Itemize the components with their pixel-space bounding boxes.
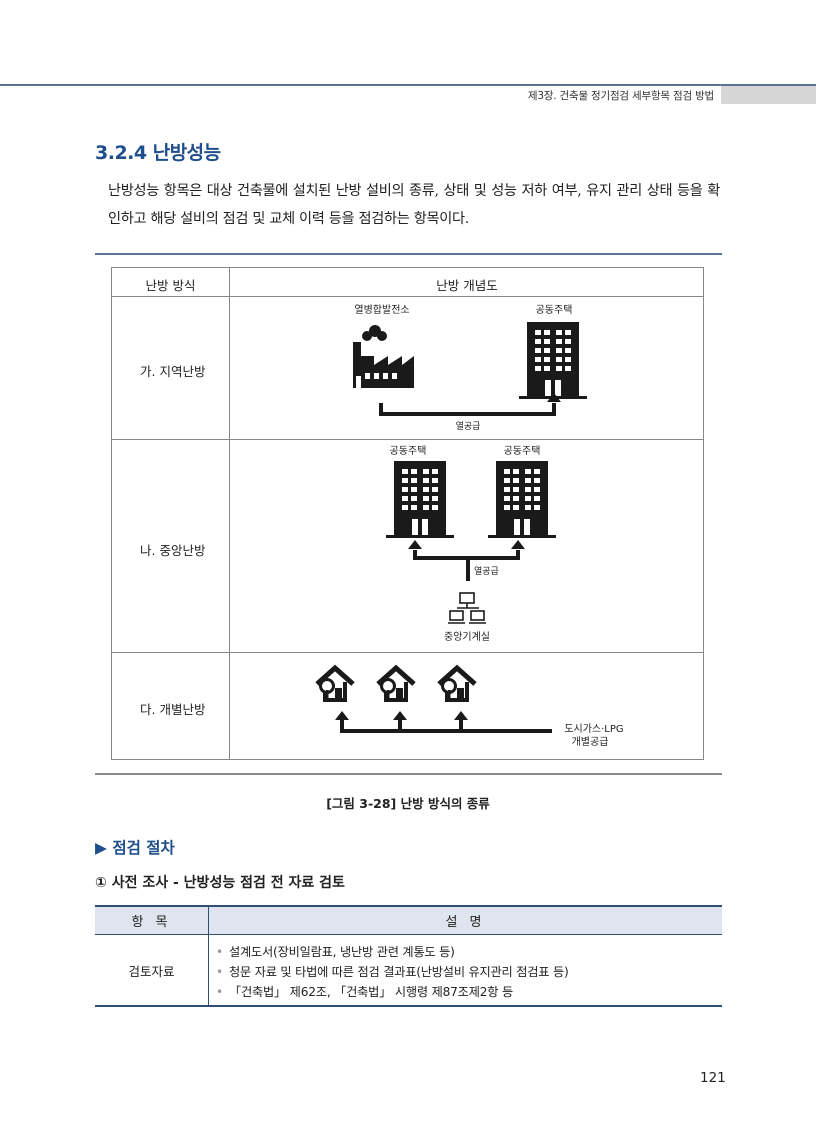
col-heading-method: 난방 방식 (145, 278, 196, 293)
arrow-up-icon (454, 711, 468, 720)
network-icon (448, 592, 486, 624)
header-tab (721, 86, 816, 104)
apartment-icon (386, 461, 454, 538)
header-item: 항 목 (131, 915, 172, 930)
apartment-icon (519, 322, 587, 399)
supply-label-3b: 개별공급 (572, 736, 609, 748)
row-label-individual: 다. 개별난방 (140, 702, 206, 717)
house-icon (317, 668, 353, 700)
apartment-icon (488, 461, 556, 538)
arrow-up-icon (547, 393, 561, 402)
chapter-header: 제3장. 건축물 정기점검 세부항목 점검 방법 (527, 90, 714, 102)
arrow-up-icon (393, 711, 407, 720)
row-label-district: 가. 지역난방 (140, 364, 206, 379)
arrow-up-icon (511, 540, 525, 549)
figure-bottom-rule (95, 773, 722, 775)
step-title: ① 사전 조사 - 난방성능 점검 전 자료 검토 (95, 875, 345, 891)
plant-label: 열병합발전소 (354, 304, 409, 316)
section-title: 3.2.4 난방성능 (95, 142, 221, 164)
header-description: 설 명 (445, 915, 486, 930)
source-label: 중앙기계실 (444, 631, 490, 643)
heating-diagram: 열병합발전소 공동주택 열공급 공동주택 공동주택 열공급 (112, 304, 624, 748)
supply-label-3a: 도시가스·LPG (564, 723, 623, 735)
figure-top-rule (95, 253, 722, 255)
house-icon (378, 668, 414, 700)
review-table-header (95, 905, 722, 935)
heating-figure-table: 난방 방식 난방 개념도 가. 지역난방 나. 중앙난방 다. 개별난방 (111, 267, 704, 760)
item-name: 검토자료 (128, 964, 175, 979)
list-item: 「건축법」 제62조, 「건축법」 시행령 제87조제2항 등 (216, 982, 569, 1002)
header-rule (0, 84, 816, 86)
intro-paragraph: 난방성능 항목은 대상 건축물에 설치된 난방 설비의 종류, 상태 및 성능 … (108, 183, 720, 227)
row-label-central: 나. 중앙난방 (140, 543, 206, 558)
figure-caption: [그림 3-28] 난방 방식의 종류 (326, 796, 490, 811)
page-number: 121 (700, 1070, 726, 1086)
list-item: 청문 자료 및 타법에 따른 점검 결과표(난방설비 유지관리 점검표 등) (216, 962, 569, 982)
supply-label-2: 열공급 (474, 566, 499, 577)
supply-label-1: 열공급 (456, 421, 481, 432)
procedure-title: ▶ 점검 절차 (95, 839, 175, 857)
col-heading-diagram: 난방 개념도 (436, 278, 498, 293)
factory-icon (353, 325, 414, 388)
arrow-up-icon (408, 540, 422, 549)
building-label-2a: 공동주택 (390, 445, 427, 457)
building-label-1: 공동주택 (536, 304, 573, 316)
house-icon (439, 668, 475, 700)
arrow-up-icon (335, 711, 349, 720)
list-item: 설계도서(장비일람표, 냉난방 관련 계통도 등) (216, 942, 569, 962)
building-label-2b: 공동주택 (504, 445, 541, 457)
review-bullet-list: 설계도서(장비일람표, 냉난방 관련 계통도 등) 청문 자료 및 타법에 따른… (216, 942, 569, 1002)
